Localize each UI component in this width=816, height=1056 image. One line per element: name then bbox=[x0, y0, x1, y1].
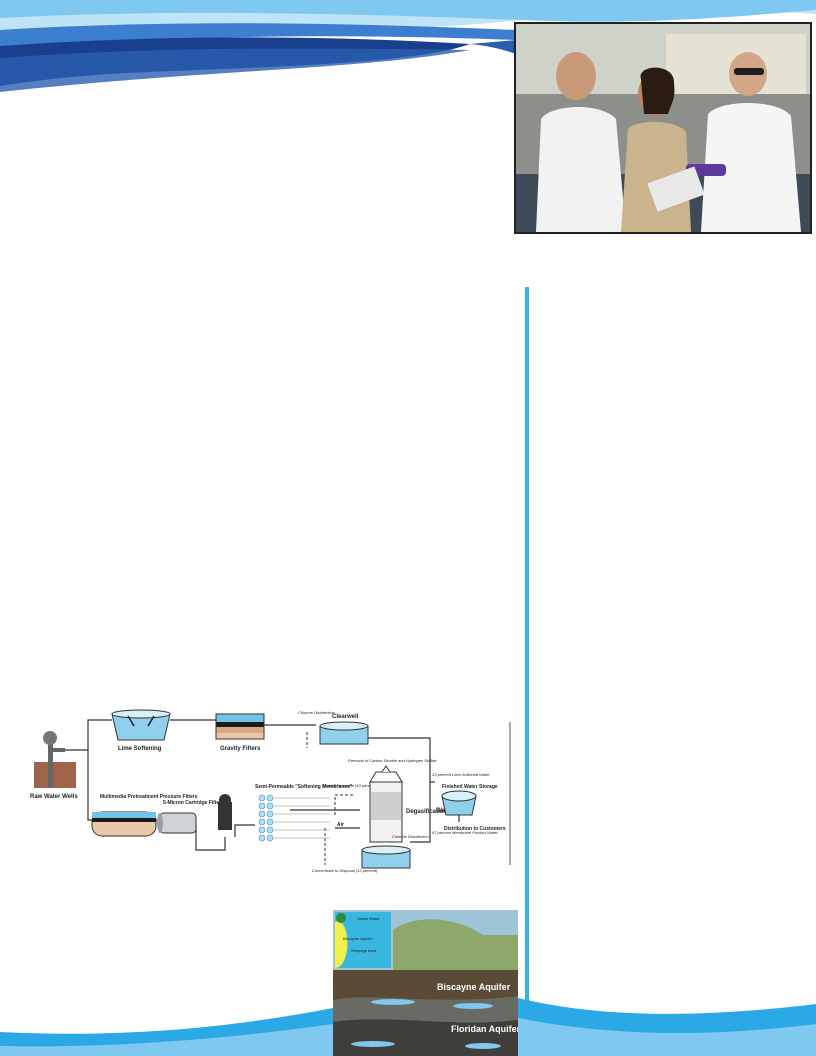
legend-seepage-area: Seepage Area bbox=[351, 948, 377, 953]
treated-permeate-label: Treated Permeate (63 percent) bbox=[322, 783, 377, 788]
pump-icon bbox=[218, 794, 232, 830]
degasification-label: Degasification bbox=[406, 809, 447, 815]
gravity-filters bbox=[215, 713, 265, 740]
membrane-array bbox=[258, 794, 274, 842]
raw-water-wells-label: Raw Water Wells bbox=[30, 794, 78, 800]
concentrate-label: Concentrate to Disposal (13 percent) bbox=[312, 868, 378, 873]
chlorine-bottom-label: Chlorine Disinfection bbox=[392, 834, 429, 839]
footer-wave-banner bbox=[0, 998, 816, 1056]
clearwell-label: Clearwell bbox=[332, 714, 359, 720]
bottom-storage-tank bbox=[361, 845, 411, 869]
aquifer-cross-section: Saline Water Biscayne Aquifer Seepage Ar… bbox=[333, 910, 518, 1056]
biscayne-aquifer-label: Biscayne Aquifer bbox=[437, 982, 511, 992]
treatment-process-diagram: Raw Water Wells Lime Softening Gravity F… bbox=[30, 709, 511, 873]
air-label: Air bbox=[337, 822, 344, 828]
legend-biscayne-aquifer: Biscayne Aquifer bbox=[343, 936, 373, 941]
raw-water-wells-icon bbox=[34, 731, 76, 788]
lab-photo bbox=[514, 22, 812, 234]
degasification-tower bbox=[369, 765, 403, 843]
floridan-aquifer-label: Floridan Aquifer bbox=[451, 1024, 518, 1034]
lime-softening-label: Lime Softening bbox=[118, 746, 162, 752]
finished-water-storage-tank bbox=[441, 790, 477, 816]
multimedia-filters bbox=[91, 811, 157, 837]
lime-softening-basin bbox=[111, 709, 171, 741]
distribution-label: Distribution to Customers bbox=[444, 826, 506, 832]
finished-water-storage-label: Finished Water Storage bbox=[442, 784, 498, 790]
removal-gases-label: Removal of Carbon Dioxide and Hydrogen S… bbox=[348, 758, 437, 763]
gravity-filters-label: Gravity Filters bbox=[220, 746, 261, 752]
clearwell-tank bbox=[319, 721, 369, 745]
cartridge-filters-label: 5-Micron Cartridge Filters bbox=[163, 800, 224, 806]
membrane-product-water-label: 67 percent Membrane Product Water bbox=[432, 830, 498, 835]
lime-softened-water-label: 33 percent Lime-Softened Water bbox=[432, 772, 490, 777]
legend-saline-water: Saline Water bbox=[357, 916, 380, 921]
membranes-label: Semi-Permeable "Softening Membranes" bbox=[255, 784, 353, 790]
chlorine-top-label: Chlorine Disinfection bbox=[298, 710, 335, 715]
cartridge-filters bbox=[157, 812, 197, 834]
multimedia-filters-label: Multimedia Pretreatment Pressure Filters bbox=[100, 794, 198, 800]
header-wave-banner bbox=[0, 0, 816, 92]
column-divider bbox=[525, 287, 529, 1027]
